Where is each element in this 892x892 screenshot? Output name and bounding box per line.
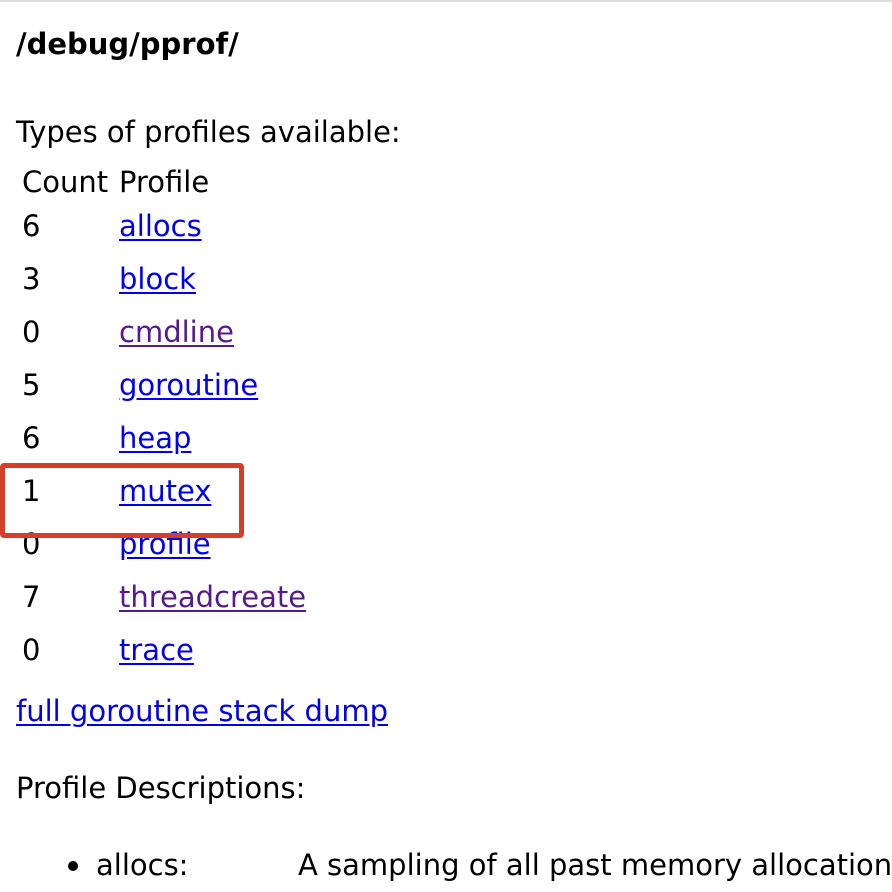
page-title: /debug/pprof/ — [16, 27, 239, 61]
table-row: 0 cmdline — [20, 306, 310, 359]
table-row: 3 block — [20, 253, 310, 306]
profile-link-heap[interactable]: heap — [119, 421, 192, 455]
table-row: 0 trace — [20, 624, 310, 677]
table-header-row: Count Profile — [20, 164, 310, 200]
profile-count: 0 — [22, 527, 41, 561]
count-column-header: Count — [22, 165, 109, 199]
profile-link-mutex[interactable]: mutex — [119, 474, 212, 508]
profile-count: 3 — [22, 262, 41, 296]
profile-count: 7 — [22, 580, 41, 614]
profile-link-trace[interactable]: trace — [119, 633, 194, 667]
profile-count: 6 — [22, 421, 41, 455]
profile-link-threadcreate[interactable]: threadcreate — [119, 580, 307, 614]
profile-link-block[interactable]: block — [119, 262, 196, 296]
descriptions-heading: Profile Descriptions: — [16, 771, 306, 805]
full-goroutine-stack-dump-link[interactable]: full goroutine stack dump — [16, 694, 389, 728]
profile-link-allocs[interactable]: allocs — [119, 209, 202, 243]
profile-link-goroutine[interactable]: goroutine — [119, 368, 259, 402]
list-item: allocs: A sampling of all past memory al… — [60, 845, 892, 885]
table-row: 6 heap — [20, 412, 310, 465]
table-row: 0 profile — [20, 518, 310, 571]
descriptions-list: allocs: A sampling of all past memory al… — [0, 845, 892, 885]
types-heading: Types of profiles available: — [16, 115, 401, 149]
table-row: 1 mutex — [20, 465, 310, 518]
profile-column-header: Profile — [119, 165, 210, 199]
profile-count: 0 — [22, 315, 41, 349]
profiles-table: Count Profile 6 allocs 3 block 0 cmdline… — [20, 164, 310, 677]
bullet-icon — [60, 845, 96, 885]
profile-count: 5 — [22, 368, 41, 402]
description-name: allocs: — [96, 848, 189, 882]
profile-link-cmdline[interactable]: cmdline — [119, 315, 234, 349]
profile-count: 0 — [22, 633, 41, 667]
profile-count: 6 — [22, 209, 41, 243]
table-row: 6 allocs — [20, 200, 310, 253]
profile-link-profile[interactable]: profile — [119, 527, 211, 561]
table-row: 5 goroutine — [20, 359, 310, 412]
description-text: A sampling of all past memory allocation — [298, 848, 892, 882]
profile-count: 1 — [22, 474, 41, 508]
top-divider — [0, 0, 892, 2]
table-row: 7 threadcreate — [20, 571, 310, 624]
